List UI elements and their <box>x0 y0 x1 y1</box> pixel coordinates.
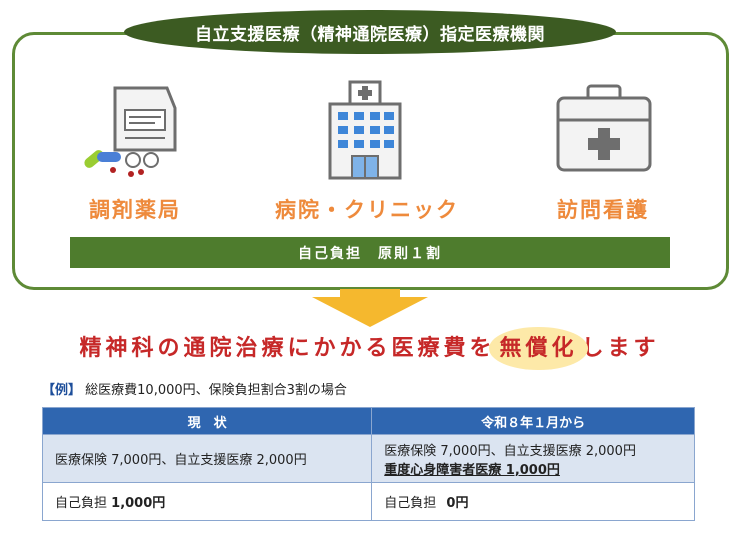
future-burden-label: 自己負担 <box>384 496 437 511</box>
example-tag: 【例】 <box>42 383 82 398</box>
headline: 精神科の通院治療にかかる医療費を 無償化 します <box>0 322 739 370</box>
future-burden-value: 0円 <box>446 496 469 511</box>
burden-bar: 自己負担 原則１割 <box>70 237 670 268</box>
facility-home-nursing: 訪問看護 <box>528 80 678 224</box>
table-row: 自己負担 1,000円 自己負担 0円 <box>41 482 695 521</box>
cell-future-breakdown: 医療保険 7,000円、自立支援医療 2,000円 重度心身障害者医療 1,00… <box>371 434 695 483</box>
headline-after: します <box>581 336 660 361</box>
current-burden-value: 1,000円 <box>111 496 166 511</box>
headline-before: 精神科の通院治療にかかる医療費を <box>79 336 496 361</box>
down-arrow-icon <box>312 289 428 327</box>
page-title: 自立支援医療（精神通院医療）指定医療機関 <box>124 10 616 54</box>
example-caption: 【例】 総医療費10,000円、保険負担割合3割の場合 <box>42 379 347 398</box>
table-header-row: 現 状 令和８年１月から <box>41 407 695 435</box>
pharmacy-bag-icon <box>60 80 210 180</box>
current-burden-label: 自己負担 <box>55 496 108 511</box>
facility-pharmacy: 調剤薬局 <box>60 80 210 224</box>
table-header-future: 令和８年１月から <box>371 407 695 435</box>
cell-future-line2: 重度心身障害者医療 1,000円 <box>384 462 560 478</box>
facility-label-home-nursing: 訪問看護 <box>557 198 649 222</box>
medical-kit-icon <box>528 80 678 180</box>
cell-future-line1: 医療保険 7,000円、自立支援医療 2,000円 <box>384 443 636 459</box>
facility-label-pharmacy: 調剤薬局 <box>89 198 181 222</box>
page-title-text: 自立支援医療（精神通院医療）指定医療機関 <box>195 24 545 45</box>
table-header-current: 現 状 <box>41 407 373 435</box>
headline-highlight: 無償化 <box>495 336 581 361</box>
facility-hospital: 病院・クリニック <box>275 80 457 224</box>
cell-current-burden: 自己負担 1,000円 <box>41 482 373 521</box>
cell-future-burden: 自己負担 0円 <box>371 482 695 521</box>
hospital-building-icon <box>290 80 440 180</box>
comparison-table: 現 状 令和８年１月から 医療保険 7,000円、自立支援医療 2,000円 医… <box>41 407 695 521</box>
cell-current-breakdown: 医療保険 7,000円、自立支援医療 2,000円 <box>41 434 373 483</box>
table-row: 医療保険 7,000円、自立支援医療 2,000円 医療保険 7,000円、自立… <box>41 434 695 483</box>
example-text: 総医療費10,000円、保険負担割合3割の場合 <box>85 383 347 398</box>
burden-bar-text: 自己負担 原則１割 <box>298 245 442 262</box>
facility-label-hospital: 病院・クリニック <box>275 198 459 222</box>
